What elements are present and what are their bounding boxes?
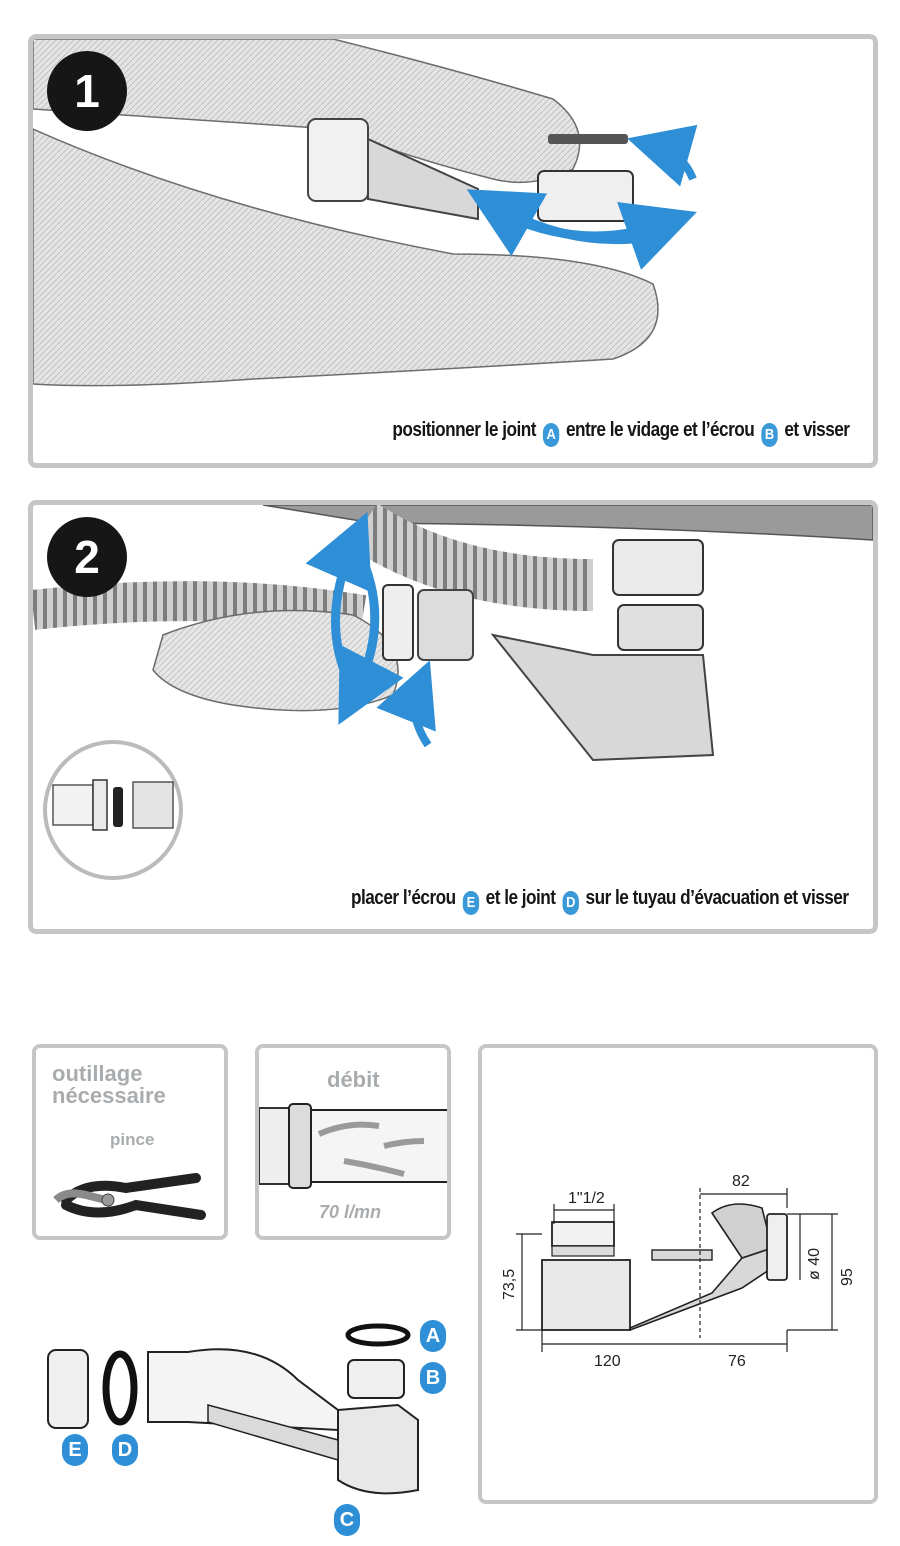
flow-pipe-illustration [259, 1103, 447, 1189]
dim-base-right: 76 [728, 1353, 746, 1370]
part-b-nut [347, 1359, 405, 1399]
tools-panel: outillage nécessaire pince [32, 1044, 228, 1240]
tools-title-line-2: nécessaire [52, 1083, 166, 1108]
part-label-e: E [62, 1434, 88, 1466]
dim-diameter: ø 40 [806, 1248, 823, 1280]
step-2-panel: 2 placer l’écrou E et le joint D sur le … [28, 500, 878, 934]
step-1-caption-text-1: positionner le joint [391, 419, 536, 441]
step-1-badge-b: B [760, 423, 777, 447]
step-2-caption-text-2: et le joint [486, 887, 556, 909]
step-1-panel: 1 positionner le joint A entre le vidage… [28, 34, 878, 468]
step-1-illustration [33, 39, 698, 387]
step-2-caption-text-1: placer l’écrou [351, 887, 457, 909]
flow-rate: 70 l/mn [319, 1202, 382, 1222]
flow-title: débit [327, 1067, 380, 1092]
step-1-caption: positionner le joint A entre le vidage e… [391, 419, 850, 447]
dimension-drawing: 1"1/2 82 ø 40 95 73,5 120 76 [501, 1173, 856, 1370]
part-label-a: A [420, 1320, 446, 1352]
step-2-badge-e: E [462, 891, 480, 915]
exploded-parts-illustration [47, 1323, 419, 1495]
dimensions-panel: 1"1/2 82 ø 40 95 73,5 120 76 [478, 1044, 878, 1504]
part-label-d: D [112, 1434, 138, 1466]
part-c-body [337, 1403, 419, 1495]
dim-base-left: 120 [594, 1353, 621, 1370]
part-label-b: B [420, 1362, 446, 1394]
step-2-number: 2 [47, 517, 127, 597]
step-2-illustration [33, 505, 873, 880]
flow-panel: débit 70 l/mn [255, 1044, 451, 1240]
dim-top-width: 82 [732, 1173, 750, 1190]
step-1-badge-a: A [542, 423, 559, 447]
dim-height-body: 73,5 [501, 1269, 518, 1300]
tool-name: pince [110, 1130, 155, 1149]
tools-title-line-1: outillage [52, 1061, 143, 1086]
step-2-caption-text-3: sur le tuyau d’évacuation et visser [586, 887, 850, 909]
part-a-seal [345, 1323, 411, 1347]
step-1-number: 1 [47, 51, 127, 131]
part-e-nut [47, 1349, 89, 1429]
step-1-caption-text-3: et visser [783, 419, 850, 441]
dim-thread: 1"1/2 [568, 1190, 605, 1207]
step-2-badge-d: D [562, 891, 580, 915]
part-d-seal [102, 1350, 138, 1426]
step-1-caption-text-2: entre le vidage et l’écrou [565, 419, 754, 441]
dim-height-total: 95 [839, 1268, 856, 1286]
part-label-c: C [334, 1504, 360, 1536]
step-2-caption: placer l’écrou E et le joint D sur le tu… [351, 887, 850, 915]
pliers-icon [53, 1173, 206, 1220]
